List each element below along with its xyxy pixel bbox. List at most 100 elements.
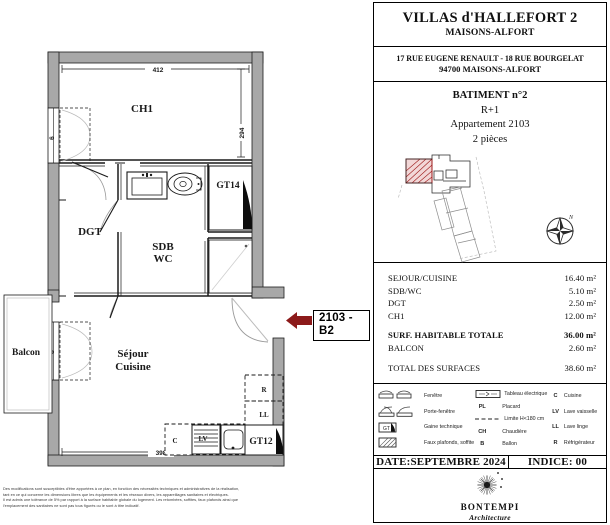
legend-item-ballon: B Ballon (474, 438, 547, 451)
window-ch1 (47, 107, 91, 164)
disclaimer-text: Des modifications sont susceptibles d'êt… (3, 486, 365, 508)
balcon-label: Balcon (12, 348, 41, 358)
area-row-ch1: CH1 12.00 m² (388, 310, 596, 323)
legend-column-symbols: Fenêtre Porte-fenêtre (378, 388, 474, 451)
gt14-duct (208, 165, 253, 231)
area-row-surface-habitable: SURF. HABITABLE TOTALE 36.00 m² (388, 329, 596, 342)
plan-vector: 412 294 398 6 (3, 51, 285, 467)
gaine-technique-icon: GT (378, 422, 397, 433)
title-block: VILLAS d'HALLEFORT 2 MAISONS-ALFORT 17 R… (373, 2, 607, 523)
area-label: TOTAL DES SURFACES (388, 362, 481, 373)
area-label: DGT (388, 298, 406, 309)
legend-item-fenetre: Fenêtre (378, 390, 474, 402)
legend-label: Lave vaisselle (563, 408, 598, 415)
sink-icon (126, 171, 168, 200)
dimension-398-text: 398 (156, 450, 167, 457)
legend-label: Gaine technique (424, 424, 463, 431)
legend-item-lave-linge: Lave linge (564, 421, 604, 434)
legend-label: Limite H<180 cm (504, 416, 545, 423)
legend-item-refrigerateur: Réfrigérateur (564, 437, 604, 450)
area-row-total: TOTAL DES SURFACES 38.60 m² (388, 362, 596, 375)
plan-indice: INDICE: 00 (527, 455, 588, 468)
legend-code: PL (478, 403, 486, 410)
area-row-sdb-wc: SDB/WC 5.10 m² (388, 285, 596, 298)
site-buildings (405, 154, 471, 194)
rooms-count: 2 pièces (472, 133, 508, 145)
floor-plan-drawing: 412 294 398 6 (3, 51, 370, 508)
plan-date: DATE:SEPTEMBRE 2024 (374, 455, 509, 468)
door-entrance (231, 297, 269, 343)
area-value: 5.10 m² (568, 285, 596, 296)
legend-column-appliance-codes: C LV LL R (547, 388, 564, 451)
area-row-dgt: DGT 2.50 m² (388, 297, 596, 310)
legend-code-c: C (548, 390, 564, 403)
legend-label: Tableau électrique (504, 391, 548, 398)
sdb-label: SDB (152, 241, 174, 253)
legend-item-placard: PL Placard (474, 401, 547, 414)
dim-294-bg (235, 124, 247, 141)
legend-label: Porte-fenêtre (424, 408, 455, 415)
area-value: 12.00 m² (564, 310, 596, 321)
appliance-r-label: R (261, 386, 267, 394)
date-indice-row: DATE:SEPTEMBRE 2024 INDICE: 00 (374, 455, 606, 469)
dgt-label: DGT (78, 226, 103, 238)
legend-code: LL (552, 424, 559, 431)
site-boundary (397, 156, 497, 260)
legend-code-ll: LL (548, 421, 564, 434)
sejour-label: Séjour (117, 348, 148, 360)
project-city: MAISONS-ALFORT (445, 27, 535, 38)
tableau-electrique-icon (475, 390, 501, 399)
disclaimer-line-3: Il est admis une tolérance de 5% par rap… (3, 497, 239, 503)
legend-label: Fenêtre (424, 392, 443, 399)
legend-label: Faux plafonds, soffite (424, 439, 475, 446)
building-number: BATIMENT n°2 (452, 90, 528, 101)
floor-level: R+1 (480, 104, 500, 116)
fenetre-icon (378, 391, 412, 399)
appliance-lv-label: LV (198, 435, 207, 443)
legend-code: C (553, 392, 558, 399)
unit-identification: BATIMENT n°2 R+1 Appartement 2103 2 pièc… (374, 82, 606, 151)
disclaimer-line-2: tant en ce qui concerne les dimensions l… (3, 491, 229, 497)
legend-label: Ballon (502, 441, 517, 448)
legend-label: Placard (502, 403, 521, 410)
legend-label: Chaudière (502, 428, 527, 435)
gt12-duct (244, 424, 284, 456)
window-sejour-dim: 6 (49, 350, 56, 354)
sunburst-logo-icon (477, 471, 503, 495)
disclaimer-line-4: l'emplacement des sanitaires ne sont pas… (3, 502, 140, 508)
window-ch1-dim: 6 (49, 136, 56, 140)
limite-hauteur-icon (475, 418, 502, 420)
legend-code: R (553, 439, 558, 446)
dimension-294-text: 294 (239, 127, 246, 138)
gt12-label: GT12 (249, 437, 272, 447)
ch1-label: CH1 (131, 103, 153, 115)
project-header: VILLAS d'HALLEFORT 2 MAISONS-ALFORT (374, 3, 606, 47)
gt14-label: GT14 (216, 181, 239, 191)
spacer (388, 322, 596, 329)
wall-ticks (59, 162, 125, 297)
legend-item-faux-plafond: Faux plafonds, soffite (378, 437, 474, 449)
walls (47, 51, 285, 467)
apartment-callout-label: 2103 - B2 (313, 310, 370, 341)
door-dgt-sdb (99, 199, 119, 233)
porte-fenetre-icon (378, 406, 413, 417)
legend-item-limite: Limite H<180 cm (474, 413, 547, 426)
architect-subtitle: Architecture (469, 512, 511, 522)
area-label: BALCON (388, 342, 424, 353)
kitchen-counter (164, 423, 246, 456)
area-label: CH1 (388, 310, 405, 321)
site-highlighted-unit (405, 158, 433, 184)
toilet-icon (167, 172, 203, 196)
appliance-column (244, 374, 284, 426)
legend-label: Cuisine (563, 392, 582, 399)
project-address: 17 RUE EUGENE RENAULT - 18 RUE BOURGELAT… (374, 47, 606, 82)
area-value: 2.60 m² (568, 342, 596, 353)
cuisine-label: Cuisine (115, 361, 151, 373)
partitions (59, 159, 252, 297)
dim-398-bg (148, 447, 174, 457)
architect-name: BONTEMPI (460, 501, 520, 512)
site-plan-vector: N (397, 154, 575, 263)
dimension-294 (237, 68, 245, 158)
area-value: 36.00 m² (563, 330, 596, 341)
dim-412-bg (145, 64, 171, 74)
